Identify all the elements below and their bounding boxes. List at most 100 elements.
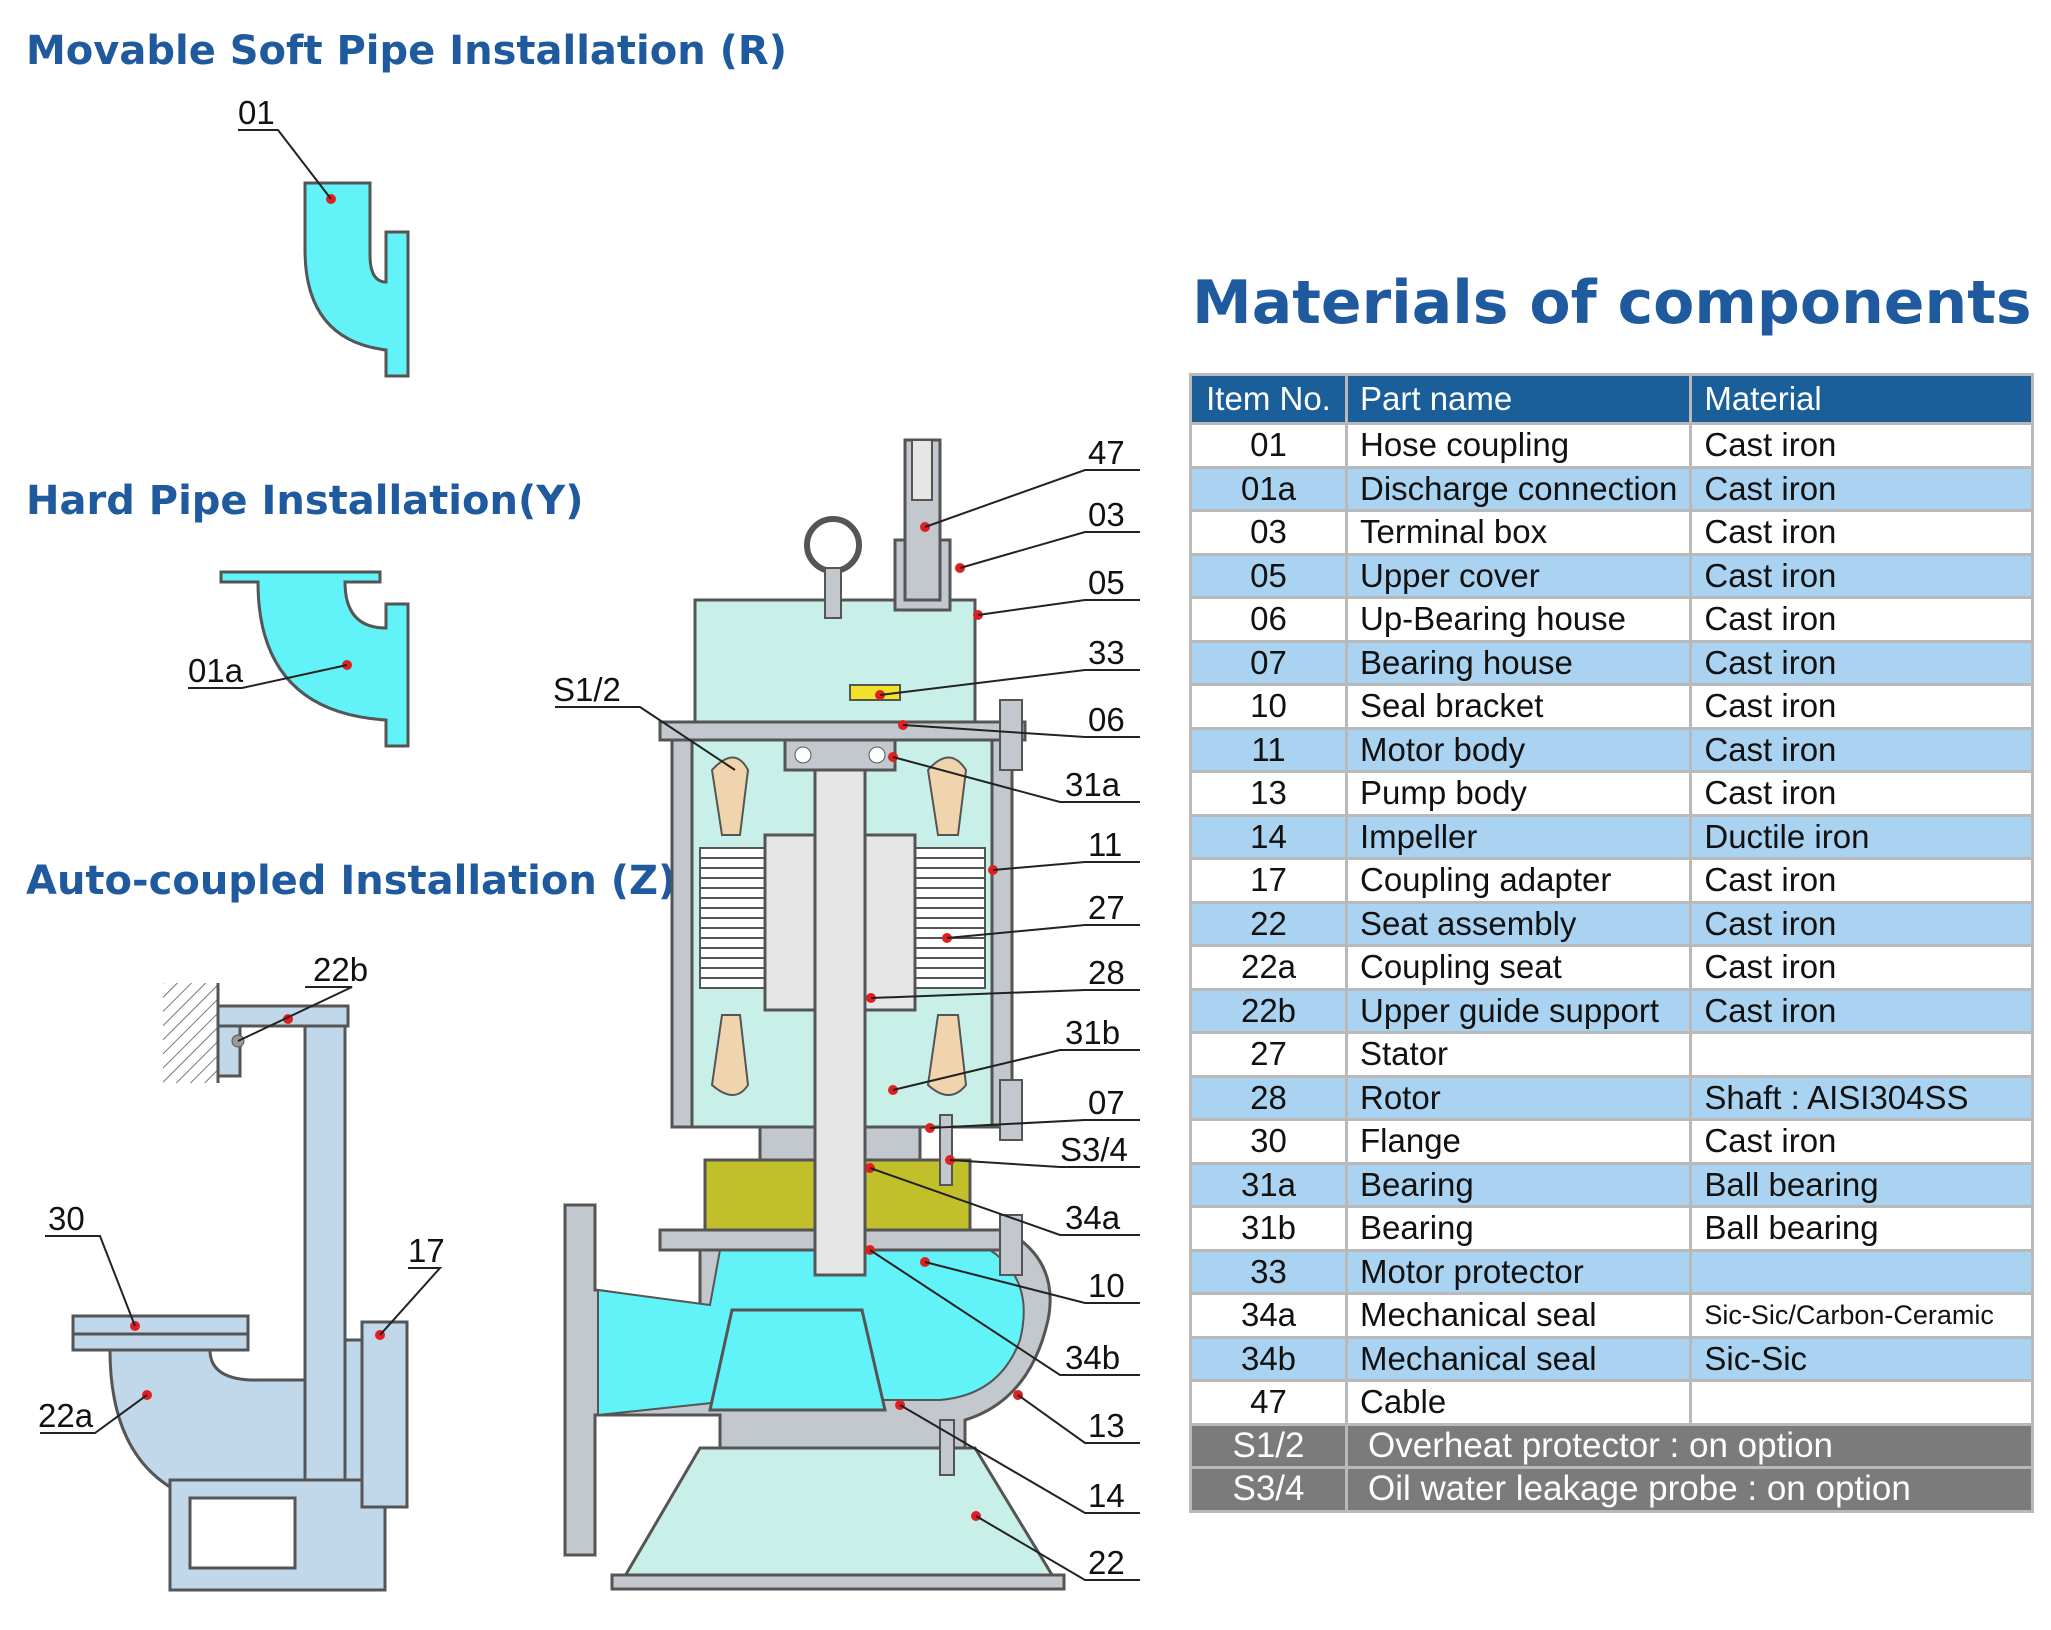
cell-part-name: Bearing	[1344, 1161, 1693, 1208]
cell-item-no: 27	[1189, 1031, 1348, 1078]
callout-34b: 34b	[1065, 1339, 1120, 1376]
callout-31b: 31b	[1065, 1014, 1120, 1051]
cell-item-no: 11	[1189, 726, 1348, 773]
cell-item-no: 33	[1189, 1248, 1348, 1295]
leader-lines	[40, 129, 1140, 1581]
col-header-material: Material	[1689, 373, 2034, 425]
cell-material: Cast iron	[1689, 857, 2034, 904]
auto-coupled-assembly	[71, 983, 409, 1592]
auto-coupled-heading: Auto-coupled Installation (Z)	[26, 858, 677, 904]
cell-item-no: 22a	[1189, 944, 1348, 991]
col-header-part-name: Part name	[1344, 373, 1693, 425]
cell-part-name: Flange	[1344, 1118, 1693, 1165]
callout-22: 22	[1088, 1544, 1125, 1581]
cell-part-name: Bearing	[1344, 1205, 1693, 1252]
cell-part-name: Coupling adapter	[1344, 857, 1693, 904]
col-header-item-no: Item No.	[1189, 373, 1348, 425]
cell-material: Cast iron	[1689, 683, 2034, 730]
cell-part-name: Discharge connection	[1344, 465, 1693, 512]
callout-11: 11	[1088, 826, 1122, 863]
cell-part-name: Rotor	[1344, 1074, 1693, 1121]
pump-cross-section	[563, 438, 1066, 1591]
cell-material: Cast iron	[1689, 987, 2034, 1034]
callout-31a: 31a	[1065, 766, 1121, 803]
cell-part-name: Up-Bearing house	[1344, 596, 1693, 643]
cell-material: Ball bearing	[1689, 1205, 2034, 1252]
callout-S1-2: S1/2	[553, 671, 621, 708]
callout-34a: 34a	[1065, 1199, 1121, 1236]
materials-title: Materials of components	[1192, 268, 2032, 338]
cell-option-code: S3/4	[1189, 1466, 1348, 1513]
cell-item-no: 05	[1189, 552, 1348, 599]
cell-part-name: Terminal box	[1344, 509, 1693, 556]
cell-part-name: Bearing house	[1344, 639, 1693, 686]
cell-material: Shaft : AISI304SS	[1689, 1074, 2034, 1121]
hard-pipe-elbow	[219, 570, 410, 748]
cell-item-no: 31a	[1189, 1161, 1348, 1208]
cell-part-name: Upper cover	[1344, 552, 1693, 599]
cell-part-name: Seal bracket	[1344, 683, 1693, 730]
cell-item-no: 22b	[1189, 987, 1348, 1034]
cell-option-description: Overheat protector : on option	[1345, 1422, 2034, 1469]
cell-material	[1689, 1248, 2034, 1295]
cell-item-no: 10	[1189, 683, 1348, 730]
cell-item-no: 07	[1189, 639, 1348, 686]
soft-pipe-elbow	[303, 181, 410, 378]
cell-material: Cast iron	[1689, 900, 2034, 947]
cell-item-no: 22	[1189, 900, 1348, 947]
cell-material: Cast iron	[1689, 770, 2034, 817]
cell-part-name: Cable	[1344, 1379, 1693, 1426]
hard-pipe-heading: Hard Pipe Installation(Y)	[26, 478, 584, 524]
cell-item-no: 14	[1189, 813, 1348, 860]
cell-item-no: 17	[1189, 857, 1348, 904]
cell-part-name: Mechanical seal	[1344, 1292, 1693, 1339]
cell-item-no: 06	[1189, 596, 1348, 643]
callout-10: 10	[1088, 1267, 1125, 1304]
callout-22a: 22a	[38, 1397, 94, 1434]
cell-part-name: Stator	[1344, 1031, 1693, 1078]
callout-33: 33	[1088, 634, 1125, 671]
cell-material	[1689, 1379, 2034, 1426]
cell-item-no: 13	[1189, 770, 1348, 817]
callout-03: 03	[1088, 496, 1125, 533]
cell-material: Sic-Sic/Carbon-Ceramic	[1689, 1292, 2034, 1339]
cell-item-no: 03	[1189, 509, 1348, 556]
cell-part-name: Upper guide support	[1344, 987, 1693, 1034]
cell-material: Ball bearing	[1689, 1161, 2034, 1208]
cell-material: Cast iron	[1689, 509, 2034, 556]
cell-material: Ductile iron	[1689, 813, 2034, 860]
cell-part-name: Hose coupling	[1344, 422, 1693, 469]
callout-28: 28	[1088, 954, 1125, 991]
callout-06: 06	[1088, 701, 1125, 738]
cell-item-no: 47	[1189, 1379, 1348, 1426]
cell-part-name: Coupling seat	[1344, 944, 1693, 991]
callout-S3-4: S3/4	[1060, 1131, 1128, 1168]
callout-47: 47	[1088, 434, 1125, 471]
cell-part-name: Motor protector	[1344, 1248, 1693, 1295]
cell-part-name: Seat assembly	[1344, 900, 1693, 947]
cell-material: Cast iron	[1689, 1118, 2034, 1165]
cell-option-description: Oil water leakage probe : on option	[1345, 1466, 2034, 1513]
cell-option-code: S1/2	[1189, 1422, 1348, 1469]
cell-item-no: 28	[1189, 1074, 1348, 1121]
callout-30: 30	[48, 1200, 85, 1237]
cell-item-no: 34b	[1189, 1335, 1348, 1382]
